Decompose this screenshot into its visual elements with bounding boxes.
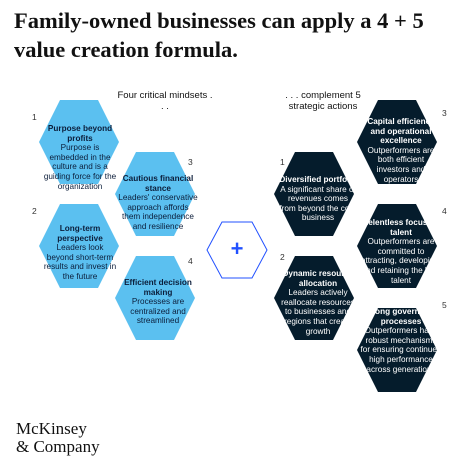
action-hex-5 xyxy=(357,308,437,392)
action-4-heading: Relentless focus on talent xyxy=(362,218,440,237)
mindset-number-2: 2 xyxy=(32,206,37,216)
action-2-heading: Dynamic resource allocation xyxy=(282,269,354,288)
logo-line-1: McKinsey xyxy=(16,419,87,438)
action-hex-1 xyxy=(274,152,354,236)
mindset-2-heading: Long-term perspective xyxy=(57,224,103,243)
action-3-heading: Capital efficiency and operational excel… xyxy=(367,117,435,146)
action-number-1: 1 xyxy=(280,157,285,167)
mindset-number-3: 3 xyxy=(188,157,193,167)
mindset-3-text: Cautious financial stance Leaders' conse… xyxy=(118,174,198,232)
action-2-text: Dynamic resource allocation Leaders acti… xyxy=(279,269,357,336)
action-5-heading: Strong governance processes xyxy=(363,307,439,326)
mindset-2-body: Leaders look beyond short-term results a… xyxy=(43,243,117,281)
mindset-hex-2 xyxy=(39,204,119,288)
mindsets-header: Four critical mindsets . . . xyxy=(117,90,213,112)
action-hex-3 xyxy=(357,100,437,184)
action-1-text: Diversified portfolio A significant shar… xyxy=(279,175,357,223)
mindset-4-text: Efficient decision making Processes are … xyxy=(118,278,198,326)
action-4-text: Relentless focus on talent Outperformers… xyxy=(360,218,442,285)
action-1-heading: Diversified portfolio xyxy=(279,175,357,184)
mindset-3-body: Leaders' conservative approach affords t… xyxy=(118,193,198,231)
mindset-hex-4 xyxy=(115,256,195,340)
action-3-text: Capital efficiency and operational excel… xyxy=(362,117,440,184)
mindset-hex-1 xyxy=(39,100,119,184)
mindset-1-body: Purpose is embedded in the culture and i… xyxy=(43,143,117,191)
action-number-5: 5 xyxy=(442,300,447,310)
action-1-body: A significant share of revenues comes fr… xyxy=(279,184,357,223)
page-title: Family-owned businesses can apply a 4 + … xyxy=(14,8,424,62)
action-number-3: 3 xyxy=(442,108,447,118)
mindset-number-4: 4 xyxy=(188,256,193,266)
plus-hex xyxy=(206,221,268,279)
plus-icon: + xyxy=(230,236,244,261)
action-5-text: Strong governance processes Outperformer… xyxy=(360,307,442,374)
action-5-body: Outperformers have robust mechanisms for… xyxy=(360,326,442,374)
mckinsey-logo: McKinsey & Company xyxy=(16,420,100,456)
mindset-number-1: 1 xyxy=(32,112,37,122)
action-number-2: 2 xyxy=(280,252,285,262)
action-4-body: Outperformers are committed to attractin… xyxy=(360,237,442,285)
mindset-hex-3 xyxy=(115,152,195,236)
actions-header: . . . complement 5 strategic actions xyxy=(285,90,361,112)
logo-line-2: & Company xyxy=(16,437,100,456)
action-number-4: 4 xyxy=(442,206,447,216)
mindset-4-body: Processes are centralized and streamline… xyxy=(130,297,186,326)
mindset-3-heading: Cautious financial stance xyxy=(122,174,194,193)
action-3-body: Outperformers are both efficient investo… xyxy=(367,145,435,184)
action-hex-4 xyxy=(357,204,437,288)
mindset-1-heading: Purpose beyond profits xyxy=(47,124,113,143)
mindset-4-heading: Efficient decision making xyxy=(124,278,192,297)
action-hex-2 xyxy=(274,256,354,340)
mindset-1-text: Purpose beyond profits Purpose is embedd… xyxy=(42,124,118,191)
action-2-body: Leaders actively reallocate resources to… xyxy=(281,288,355,336)
mindset-2-text: Long-term perspective Leaders look beyon… xyxy=(42,224,118,282)
